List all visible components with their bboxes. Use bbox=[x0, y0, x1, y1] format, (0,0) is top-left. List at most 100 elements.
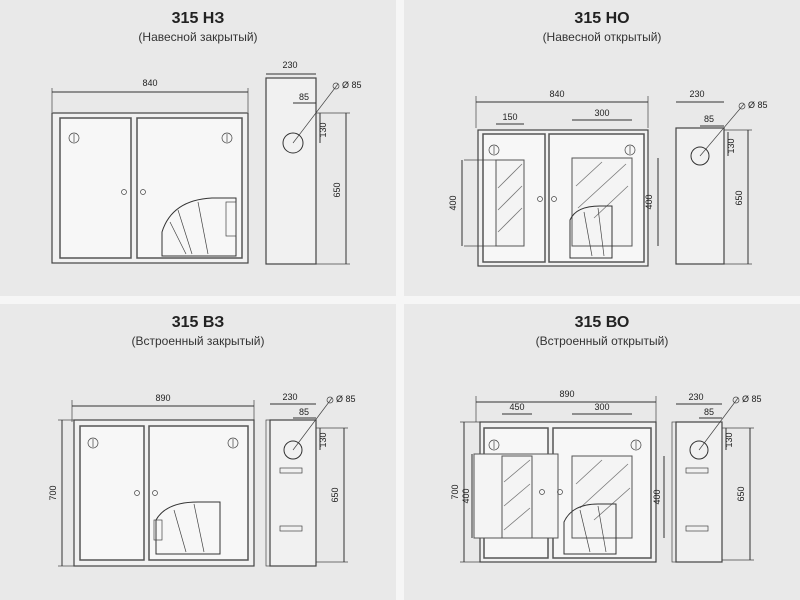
cabinet-drawing: 890 700 bbox=[450, 389, 762, 563]
right-glass-window bbox=[571, 455, 633, 539]
door-handle-icon bbox=[152, 490, 158, 496]
dim-window-left-height-label: 400 bbox=[448, 195, 458, 210]
side-view bbox=[675, 127, 725, 265]
dim-window-right-width-label: 300 bbox=[594, 108, 609, 118]
dim-pipe-height-label: 130 bbox=[318, 432, 328, 447]
pipe-opening bbox=[283, 440, 303, 460]
width-dimension: 840 bbox=[51, 78, 249, 112]
window-left-width-dimension: 150 bbox=[496, 112, 524, 125]
panel-subtitle: (Навесной закрытый) bbox=[138, 30, 258, 44]
dim-pipe-diameter-label: Ø 85 bbox=[342, 80, 362, 90]
dim-pipe-diameter-label: Ø 85 bbox=[748, 100, 768, 110]
dim-height-label: 650 bbox=[734, 190, 744, 205]
window-right-height-dimension: 400 bbox=[644, 158, 659, 246]
dim-pipe-offset-label: 85 bbox=[299, 407, 309, 417]
lock-icon bbox=[488, 144, 500, 156]
cabinet-drawing: 840 230 8 bbox=[51, 60, 362, 265]
left-glass-window bbox=[501, 455, 533, 539]
lock-icon bbox=[624, 144, 636, 156]
dim-outer-height-label: 700 bbox=[48, 485, 58, 500]
height-dimension: 650 bbox=[722, 427, 754, 561]
cabinet-drawing: 840 bbox=[448, 89, 768, 267]
mounting-slot bbox=[279, 467, 303, 474]
depth-dimension: 230 bbox=[676, 89, 724, 103]
side-view bbox=[265, 77, 317, 265]
window-left-width-dimension: 450 bbox=[502, 402, 532, 415]
side-view bbox=[675, 421, 723, 563]
panel-title: 315 ВЗ bbox=[171, 314, 225, 331]
dim-height-label: 650 bbox=[332, 182, 342, 197]
pipe-offset-dimension: 85 bbox=[699, 407, 722, 419]
door-handle-icon bbox=[121, 189, 127, 195]
pipe-offset-dimension: 85 bbox=[700, 114, 724, 127]
mounting-flange bbox=[265, 419, 271, 567]
glass-hatching bbox=[497, 163, 523, 233]
dim-height-label: 650 bbox=[736, 486, 746, 501]
mounting-slot bbox=[685, 467, 709, 474]
pipe-diameter-dimension: Ø 85 bbox=[292, 394, 356, 451]
pipe-height-dimension: 130 bbox=[318, 428, 328, 450]
dim-outer-height-label: 700 bbox=[450, 484, 460, 499]
panel-title: 315 НЗ bbox=[171, 10, 225, 27]
pipe-diameter-dimension: Ø 85 bbox=[292, 80, 362, 144]
pipe-offset-dimension: 85 bbox=[293, 407, 316, 419]
dim-height-label: 650 bbox=[330, 487, 340, 502]
height-dimension: 650 bbox=[316, 112, 350, 265]
dim-pipe-height-label: 130 bbox=[724, 432, 734, 447]
lock-icon bbox=[221, 132, 233, 144]
width-dimension: 890 bbox=[71, 393, 255, 422]
dim-depth-label: 230 bbox=[282, 60, 297, 70]
pipe-offset-dimension: 85 bbox=[293, 92, 316, 104]
hose-reel-icon bbox=[563, 503, 617, 555]
door-handle-icon bbox=[140, 189, 146, 195]
depth-dimension: 230 bbox=[676, 392, 722, 405]
panel-title: 315 ВО bbox=[574, 314, 630, 331]
right-door bbox=[148, 425, 249, 561]
panel-315-nz: 315 НЗ (Навесной закрытый) 840 bbox=[0, 0, 396, 296]
mounting-flange bbox=[671, 421, 677, 563]
mounting-slot bbox=[279, 525, 303, 532]
lock-icon bbox=[630, 439, 642, 451]
panel-subtitle: (Встроенный закрытый) bbox=[131, 334, 265, 348]
pipe-height-dimension: 130 bbox=[318, 113, 328, 143]
mounting-slot bbox=[685, 525, 709, 532]
hose-reel-icon bbox=[161, 197, 237, 257]
panel-315-no: 315 НО (Навесной открытый) 840 bbox=[404, 0, 800, 296]
glass-hatching bbox=[503, 459, 531, 531]
window-right-height-dimension: 400 bbox=[652, 456, 665, 538]
width-dimension: 890 bbox=[475, 389, 657, 422]
dim-window-left-width-label: 150 bbox=[502, 112, 517, 122]
dim-depth-label: 230 bbox=[688, 392, 703, 402]
dim-width-label: 840 bbox=[549, 89, 564, 99]
panel-subtitle: (Встроенный открытый) bbox=[535, 334, 669, 348]
right-door bbox=[136, 117, 243, 259]
width-dimension: 840 bbox=[475, 89, 649, 128]
dim-width-label: 840 bbox=[142, 78, 157, 88]
lock-icon bbox=[227, 437, 239, 449]
dim-pipe-diameter-label: Ø 85 bbox=[742, 394, 762, 404]
glass-hatching bbox=[575, 161, 629, 219]
left-door bbox=[79, 425, 145, 561]
panel-subtitle: (Навесной открытый) bbox=[542, 30, 662, 44]
side-view bbox=[269, 419, 317, 567]
lock-icon bbox=[68, 132, 80, 144]
door-handle-icon bbox=[539, 489, 545, 495]
outer-height-dimension: 700 bbox=[48, 419, 74, 567]
dim-pipe-diameter-label: Ø 85 bbox=[336, 394, 356, 404]
dim-window-left-width-label: 450 bbox=[509, 402, 524, 412]
panel-title: 315 НО bbox=[574, 10, 630, 27]
dim-window-right-height-label: 400 bbox=[652, 489, 662, 504]
panel-315-vo: 315 ВО (Встроенный открытый) 890 700 bbox=[404, 304, 800, 600]
dim-pipe-offset-label: 85 bbox=[299, 92, 309, 102]
pipe-diameter-dimension: Ø 85 bbox=[699, 100, 768, 157]
dim-width-label: 890 bbox=[559, 389, 574, 399]
pipe-opening bbox=[689, 440, 709, 460]
right-glass-window bbox=[571, 157, 633, 247]
door-handle-icon bbox=[551, 196, 557, 202]
dim-pipe-height-label: 130 bbox=[726, 138, 736, 153]
hose-reel-icon bbox=[569, 205, 613, 259]
window-left-height-dimension: 400 bbox=[461, 454, 473, 538]
panel-divider-horizontal bbox=[0, 296, 800, 304]
lock-icon bbox=[488, 439, 500, 451]
